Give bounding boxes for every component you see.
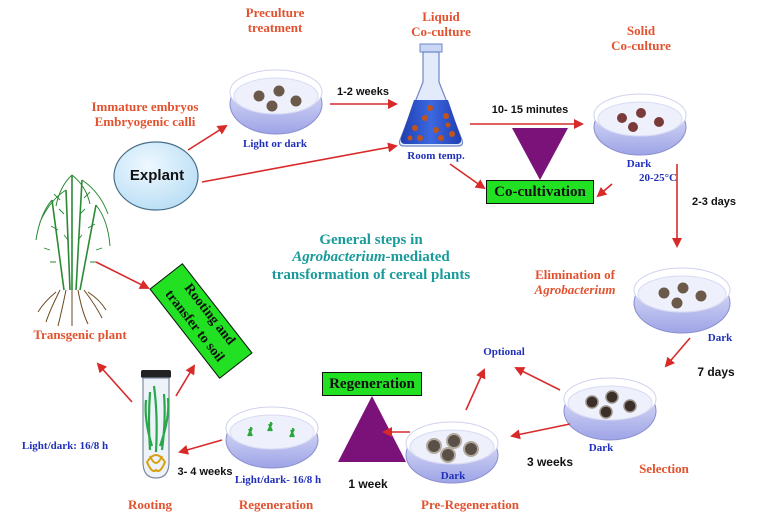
arrow-preregeneration-to-optional xyxy=(465,368,486,411)
elimination-duration: 7 days xyxy=(697,365,735,379)
elimination-title-em: Agrobacterium xyxy=(520,281,630,298)
rooting-title: Rooting xyxy=(127,497,173,512)
solid-coculture-dish xyxy=(593,93,687,156)
pre-regeneration-dish xyxy=(405,421,499,484)
preculture-title-line2: treatment xyxy=(247,19,303,35)
preculture-dish xyxy=(229,69,323,135)
arrow-rooting-to-box xyxy=(175,364,196,397)
selection-condition: Dark xyxy=(588,442,614,454)
center-title-em: Agrobacterium xyxy=(292,249,386,266)
culture-tube-icon xyxy=(141,370,171,479)
elimination-title: Elimination of Agrobacterium xyxy=(520,267,630,298)
pre-regeneration-duration: 1 week xyxy=(348,477,388,491)
arrow-selection-to-preregeneration xyxy=(510,423,571,440)
selection-duration: 3 weeks xyxy=(526,455,574,469)
solid-condition: Dark xyxy=(626,158,652,170)
solid-title-line1: Solid xyxy=(626,23,656,38)
regeneration-dish xyxy=(225,406,319,469)
liquid-title-line2: Co-culture xyxy=(411,23,471,39)
center-title-line3: transformation of cereal plants xyxy=(271,266,471,283)
explant-circle xyxy=(113,141,199,211)
regeneration-title: Regeneration xyxy=(238,497,314,512)
selection-title: Selection xyxy=(639,461,689,476)
explant-label: Explant xyxy=(129,167,185,184)
explant-sources-line1: Immature embryos xyxy=(91,99,199,114)
flask-icon xyxy=(398,43,464,147)
transgenic-plant-icon xyxy=(35,174,111,327)
explant-sources: Immature embryos Embryogenic calli xyxy=(60,99,230,130)
center-title: General steps in Agrobacterium-mediated … xyxy=(246,232,496,284)
center-title-line2-rest: -mediated xyxy=(385,249,450,266)
arrow-elimination-to-selection xyxy=(664,337,691,368)
solid-temp-value: 20-25 xyxy=(638,172,665,184)
optional-label: Optional xyxy=(483,346,525,358)
arrow-rooting-to-transgenic xyxy=(96,362,133,403)
cocultivation-box: Co-cultivation xyxy=(486,180,594,204)
arrow-selection-to-optional xyxy=(514,367,561,391)
arrow-regeneration-to-rooting xyxy=(178,439,223,455)
solid-temp-unit: °C xyxy=(664,172,677,184)
liquid-duration: 10- 15 minutes xyxy=(491,104,569,116)
preculture-title: Preculture treatment xyxy=(230,5,320,36)
elimination-condition: Dark xyxy=(707,332,733,344)
solid-duration: 2-3 days xyxy=(691,196,737,208)
rooting-duration: 3- 4 weeks xyxy=(177,466,233,478)
center-title-line1: General steps in xyxy=(319,232,423,248)
rooting-condition: Light/dark: 16/8 h xyxy=(21,440,109,452)
regeneration-triangle xyxy=(338,396,406,462)
arrow-plant-to-rooting-box xyxy=(95,261,150,289)
elimination-dish xyxy=(633,267,731,334)
arrow-explant-to-preculture xyxy=(187,124,228,151)
regeneration-condition: Light/dark- 16/8 h xyxy=(234,474,322,486)
transgenic-plant-label: Transgenic plant xyxy=(33,327,127,342)
explant-sources-line2: Embryogenic calli xyxy=(94,113,196,129)
elimination-title-em-text: Agrobacterium xyxy=(534,281,616,297)
arrow-liquid-to-cocultivation xyxy=(449,163,486,190)
pre-regeneration-title: Pre-Regeneration xyxy=(421,497,519,512)
preculture-title-line1: Preculture xyxy=(245,5,305,20)
regeneration-box: Regeneration xyxy=(322,372,422,396)
solid-title: Solid Co-culture xyxy=(596,23,686,54)
center-title-line2: Agrobacterium-mediated xyxy=(246,249,496,266)
arrow-solid-to-cocultivation xyxy=(596,183,613,198)
flow-arrows xyxy=(95,99,691,455)
solid-temp: 20-25°C xyxy=(618,172,698,185)
liquid-condition: Room temp. xyxy=(407,150,465,162)
liquid-title: Liquid Co-culture xyxy=(396,9,486,40)
pre-regeneration-condition: Dark xyxy=(440,470,466,482)
elimination-title-line1: Elimination of xyxy=(535,267,615,282)
liquid-title-line1: Liquid xyxy=(422,9,460,24)
solid-title-line2: Co-culture xyxy=(611,37,671,53)
cocultivation-triangle xyxy=(512,128,568,180)
selection-dish xyxy=(563,377,657,441)
arrow-explant-to-liquid xyxy=(201,142,398,183)
preculture-condition: Light or dark xyxy=(243,138,307,150)
preculture-duration: 1-2 weeks xyxy=(337,86,389,98)
